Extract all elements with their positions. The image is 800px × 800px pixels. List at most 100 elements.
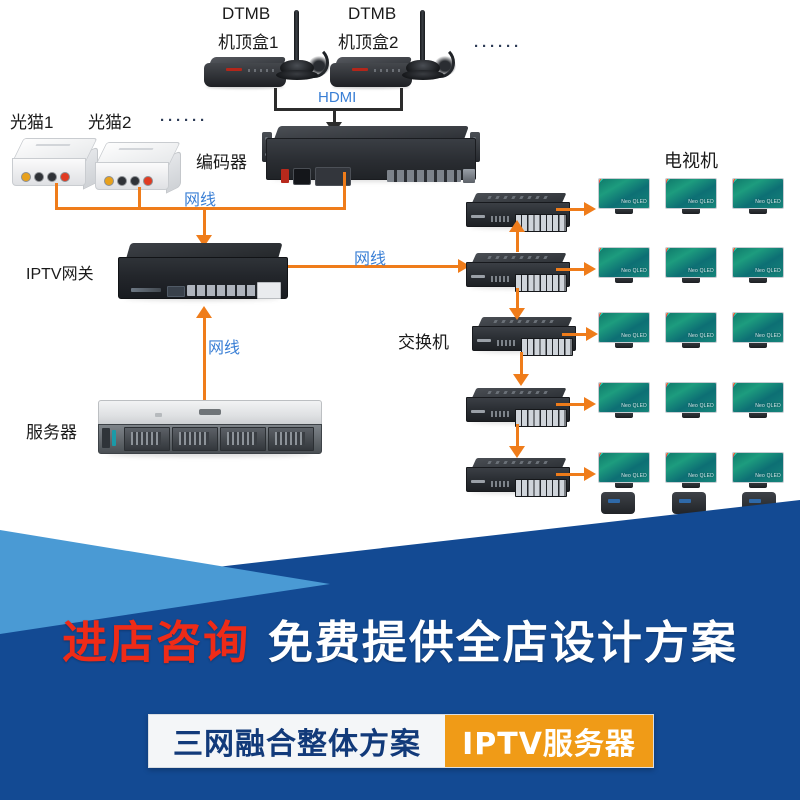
encoder-input-ports (387, 170, 461, 182)
tv-r2c3: Neo QLED (732, 247, 784, 287)
stb2-led (352, 68, 368, 71)
network-switch-3 (472, 317, 576, 356)
switch5-to-tvrow-arrow (584, 467, 596, 481)
switch2-front-panel (466, 262, 570, 292)
ont1-port-lan1 (34, 172, 44, 182)
switch3-ports (521, 338, 573, 356)
tv-r5c2: Neo QLED (665, 452, 717, 492)
tv-r5c1: Neo QLED (598, 452, 650, 492)
tv-r2c2-screen-text: Neo QLED (688, 268, 714, 274)
stb1-body (204, 63, 286, 87)
tv-r3c1: Neo QLED (598, 312, 650, 352)
switch2-brand (471, 275, 485, 278)
switch3-to-tvrow-arrow (586, 327, 598, 341)
tv-r3c2-screen-text: Neo QLED (688, 333, 714, 339)
antenna1-base-rim (276, 70, 318, 80)
encoder-downlink (343, 172, 346, 209)
server-shadow (106, 451, 312, 457)
switch-trunk-arrow-down-4 (509, 446, 525, 458)
tv-r4c1: Neo QLED (598, 382, 650, 422)
lan-label-bottom: 网线 (208, 340, 241, 357)
bus-to-gateway (203, 207, 206, 237)
antenna1-rod (294, 10, 299, 62)
gateway-ethernet-ports (187, 285, 267, 296)
tag-solution-label: 三网融合整体方案 (173, 727, 421, 762)
stb1-indicator-dots (248, 69, 278, 72)
tv-r5c3-screen-text: Neo QLED (755, 473, 781, 479)
tv-r5c2-screen-text: Neo QLED (688, 473, 714, 479)
switch2-leds (491, 276, 509, 282)
server-drive-bay-4 (268, 427, 314, 451)
network-switch-5 (466, 458, 570, 497)
switch4-to-tvrow (556, 403, 586, 406)
server-status-strip (112, 430, 116, 446)
encoder-label-plate (315, 167, 351, 186)
gateway-sticker (257, 282, 281, 299)
dtmb2-label-line1: DTMB (348, 4, 397, 23)
stb1-led (226, 68, 242, 71)
tv-r1c1: Neo QLED (598, 178, 650, 218)
ont1-port-fiber (60, 172, 70, 182)
switch-trunk-1-2 (516, 228, 519, 252)
ont2-label: 光猫2 (88, 113, 132, 132)
switch2-to-tvrow (556, 268, 586, 271)
server-to-gateway-arrow (196, 306, 212, 318)
iptv-gateway-device (118, 243, 288, 305)
hdmi-to-encoder (333, 108, 336, 124)
stb2-body (330, 63, 412, 87)
mini-set-top-box-2 (672, 492, 706, 514)
tv-r5c3: Neo QLED (732, 452, 784, 492)
gateway-brand-mark (131, 288, 161, 292)
dtmb2-label-line2: 机顶盒2 (338, 33, 399, 52)
tag-product-label[interactable]: IPTV服务器 (445, 715, 653, 767)
switch5-to-tvrow (556, 473, 586, 476)
ont2-downlink (138, 187, 141, 209)
switch1-leds (491, 216, 509, 222)
switch1-to-tvrow (556, 208, 586, 211)
headline-cta-text: 进店咨询 (62, 616, 251, 669)
tv-r3c1-screen-text: Neo QLED (621, 333, 647, 339)
mini-box-3-logo (749, 499, 761, 503)
tv-r1c3-screen-text: Neo QLED (755, 199, 781, 205)
gateway-to-switch-link (288, 265, 460, 268)
ont2-port-lan2 (130, 176, 140, 186)
tv-r3c3-screen-text: Neo QLED (755, 333, 781, 339)
tv-r3c3: Neo QLED (732, 312, 784, 352)
switch-trunk-arrow-down-2 (509, 308, 525, 320)
dtmb-set-top-box-1 (204, 55, 294, 89)
dtmb-set-top-box-2 (330, 55, 420, 89)
hdmi-drop-left (274, 88, 277, 110)
switch3-front-panel (472, 326, 576, 356)
switch5-ports (515, 479, 567, 497)
switch4-brand (471, 410, 485, 413)
optical-modem-1 (12, 138, 98, 190)
gateway-usb-port (167, 286, 185, 297)
switch2-to-tvrow-arrow (584, 262, 596, 276)
switch-trunk-3-4 (520, 352, 523, 376)
stb1-shadow (206, 85, 284, 89)
ont1-downlink (55, 183, 58, 209)
encoder-ethernet-port (463, 169, 475, 183)
switch-trunk-arrow-up-1 (509, 220, 525, 232)
server-drive-bay-1 (124, 427, 170, 451)
switch1-to-tvrow-arrow (584, 202, 596, 216)
tv-r5c1-screen-text: Neo QLED (621, 473, 647, 479)
tv-r4c2: Neo QLED (665, 382, 717, 422)
ont1-port-lan2 (47, 172, 57, 182)
server-lid-handle (199, 409, 221, 415)
tv-r2c2: Neo QLED (665, 247, 717, 287)
switch5-leds (491, 481, 509, 487)
switch2-ports (515, 274, 567, 292)
ont2-port-power (104, 176, 114, 186)
tv-r4c3: Neo QLED (732, 382, 784, 422)
gateway-label: IPTV网关 (26, 266, 94, 283)
antenna-2 (400, 10, 456, 86)
tv-r4c1-screen-text: Neo QLED (621, 403, 647, 409)
server-drive-bay-3 (220, 427, 266, 451)
tv-r2c1-screen-text: Neo QLED (621, 268, 647, 274)
hdmi-link-label: HDMI (318, 89, 357, 106)
hdmi-drop-right (400, 88, 403, 110)
optical-modem-2 (95, 142, 181, 194)
antenna-1 (274, 10, 330, 86)
